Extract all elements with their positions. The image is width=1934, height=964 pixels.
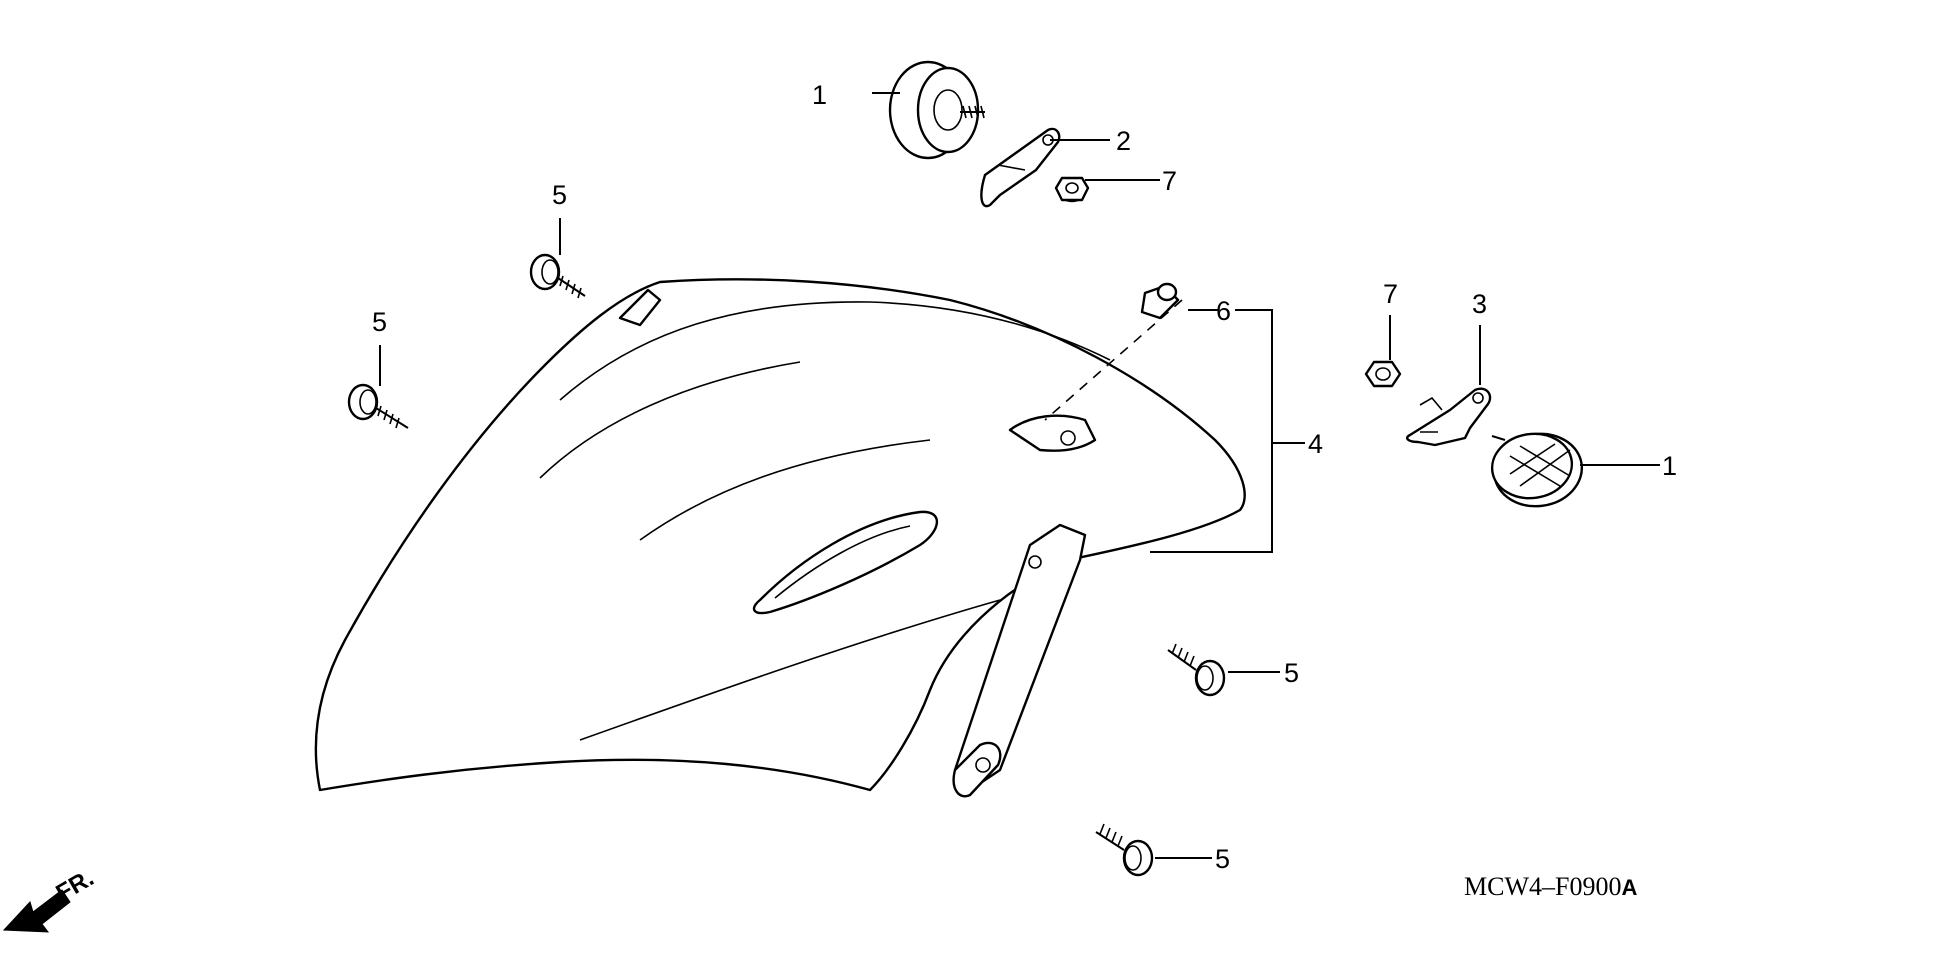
clip-nut (1044, 282, 1183, 421)
callout-stay-left: 2 (1116, 126, 1131, 156)
drawing-code-suffix: A (1621, 875, 1637, 900)
callout-stay-right: 3 (1472, 289, 1487, 319)
callout-reflector-top: 1 (812, 80, 827, 110)
nut-right (1364, 360, 1402, 388)
callout-clip-nut: 6 (1216, 296, 1231, 326)
stay-left (980, 127, 1061, 208)
leader-lines (379, 92, 1660, 859)
drawing-code: MCW4–F0900A (1464, 872, 1637, 901)
bolt-left (347, 383, 409, 429)
reflector-top (888, 60, 985, 160)
bolt-top (529, 253, 586, 299)
stay-right (1406, 387, 1492, 447)
nut-top (1054, 176, 1090, 203)
callout-fender-assembly: 4 (1308, 429, 1323, 459)
callout-bolt-bottom: 5 (1215, 844, 1230, 874)
callout-nut-top: 7 (1162, 166, 1177, 196)
callout-bolt-lower-mid: 5 (1284, 658, 1299, 688)
bolt-bottom (1095, 823, 1154, 877)
callout-bolt-left: 5 (372, 307, 387, 337)
callout-bolt-top: 5 (552, 180, 567, 210)
front-fender (314, 278, 1246, 798)
front-direction-arrow: FR. (2, 864, 98, 933)
callout-nut-right: 7 (1383, 279, 1398, 309)
reflector-right (1490, 432, 1584, 508)
bolt-lower-mid (1167, 643, 1226, 697)
callout-reflector-right: 1 (1662, 451, 1677, 481)
drawing-code-number: MCW4–F0900 (1464, 872, 1621, 901)
